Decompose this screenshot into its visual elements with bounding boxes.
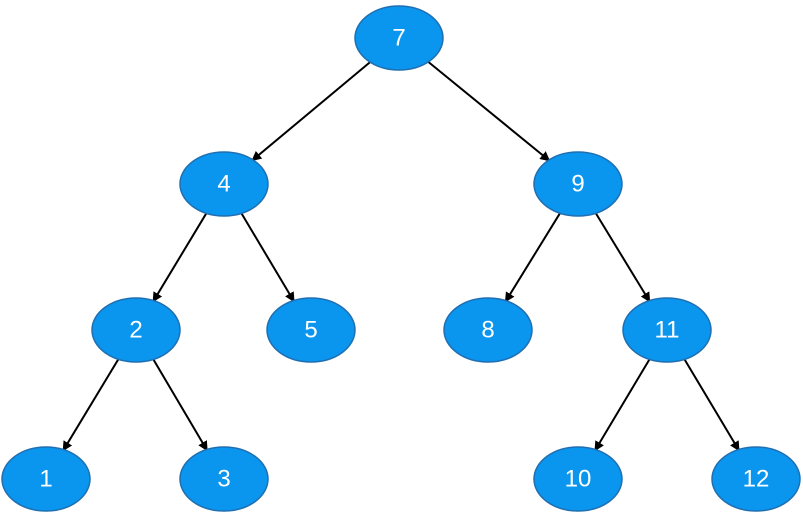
tree-node-4: 4 (179, 151, 269, 217)
node-label: 1 (39, 466, 52, 493)
node-label: 5 (304, 317, 317, 344)
node-label: 4 (217, 171, 230, 198)
node-ellipse (91, 297, 181, 363)
tree-node-9: 9 (533, 151, 623, 217)
node-ellipse (711, 446, 801, 512)
node-ellipse (443, 297, 533, 363)
node-label: 8 (481, 317, 494, 344)
node-label: 2 (129, 317, 142, 344)
node-label: 12 (743, 466, 770, 493)
edge-7-to-9 (427, 61, 551, 162)
edges-layer (62, 61, 740, 452)
tree-node-8: 8 (443, 297, 533, 363)
tree-node-10: 10 (533, 446, 623, 512)
node-label: 10 (565, 466, 592, 493)
edge-11-to-10 (594, 358, 651, 452)
edge-4-to-5 (240, 212, 295, 303)
edge-2-to-1 (62, 358, 120, 452)
edge-4-to-2 (152, 212, 208, 303)
tree-node-12: 12 (711, 446, 801, 512)
edge-9-to-8 (504, 212, 561, 303)
edge-2-to-3 (152, 358, 208, 452)
node-ellipse (354, 5, 444, 71)
edge-9-to-11 (594, 212, 651, 303)
tree-node-5: 5 (266, 297, 356, 363)
tree-node-2: 2 (91, 297, 181, 363)
node-label: 7 (392, 25, 405, 52)
node-label: 11 (655, 317, 680, 344)
node-ellipse (266, 297, 356, 363)
edge-7-to-4 (251, 61, 371, 162)
tree-node-7: 7 (354, 5, 444, 71)
node-label: 9 (571, 171, 584, 198)
node-ellipse (622, 297, 712, 363)
node-label: 3 (217, 466, 230, 493)
tree-node-3: 3 (179, 446, 269, 512)
node-ellipse (533, 446, 623, 512)
node-ellipse (179, 151, 269, 217)
edge-11-to-12 (683, 358, 740, 452)
node-ellipse (179, 446, 269, 512)
tree-node-11: 11 (622, 297, 712, 363)
node-ellipse (1, 446, 91, 512)
tree-node-1: 1 (1, 446, 91, 512)
node-ellipse (533, 151, 623, 217)
